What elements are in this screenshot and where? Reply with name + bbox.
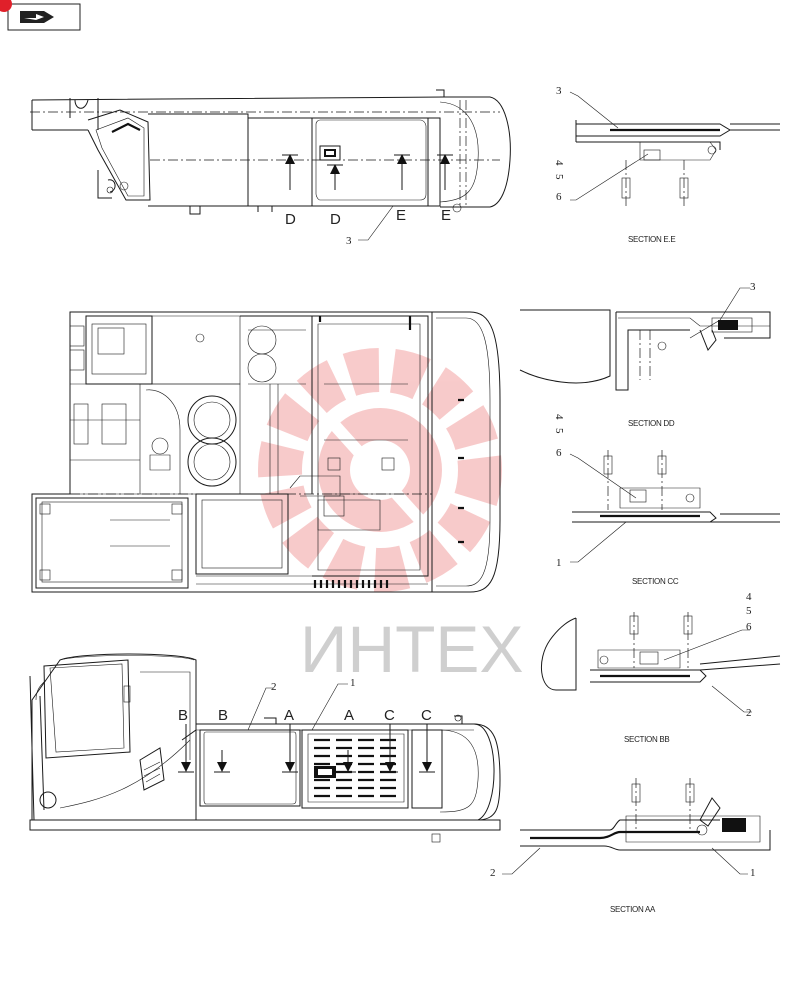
section-cc: 4 5 6 1 SECTION CC bbox=[553, 414, 780, 586]
callout-1: 1 bbox=[350, 677, 356, 689]
section-arrow-c bbox=[382, 724, 398, 773]
ee-callout-3: 3 bbox=[556, 85, 562, 97]
section-label-e2: E bbox=[441, 207, 451, 224]
section-arrow-c2 bbox=[419, 724, 435, 773]
dd-caption: SECTION DD bbox=[628, 419, 675, 428]
cab-step-grille bbox=[139, 747, 165, 791]
cc-callout-5: 5 bbox=[553, 428, 565, 434]
section-label-b2: B bbox=[218, 707, 228, 724]
section-label-d2: D bbox=[330, 211, 341, 228]
back-button[interactable] bbox=[7, 3, 81, 31]
section-arrow-e bbox=[394, 154, 410, 190]
cc-callout-6: 6 bbox=[556, 447, 562, 459]
ee-callout-5: 5 bbox=[553, 174, 565, 180]
section-label-c1: C bbox=[384, 707, 395, 724]
callout-3: 3 bbox=[346, 235, 352, 247]
cc-callout-1: 1 bbox=[556, 557, 562, 569]
bb-caption: SECTION BB bbox=[624, 735, 669, 744]
ee-caption: SECTION E.E bbox=[628, 235, 675, 244]
front-view: B B A A C C 2 1 bbox=[29, 653, 501, 843]
cc-caption: SECTION CC bbox=[632, 577, 679, 586]
section-aa: 2 1 SECTION AA bbox=[490, 778, 771, 914]
section-arrow-a bbox=[282, 724, 298, 773]
bb-callout-2: 2 bbox=[746, 707, 752, 719]
section-arrow-e2 bbox=[437, 154, 453, 190]
section-arrow-b bbox=[178, 724, 194, 773]
section-label-e1: E bbox=[396, 207, 406, 224]
aa-callout-1: 1 bbox=[750, 867, 756, 879]
section-arrow-d bbox=[282, 154, 298, 190]
dd-callout-3: 3 bbox=[750, 281, 756, 293]
callout-2: 2 bbox=[271, 681, 277, 693]
section-label-a1: A bbox=[284, 707, 294, 724]
watermark-text: ИНТЕХ bbox=[300, 612, 523, 686]
plan-grille bbox=[313, 580, 389, 588]
watermark-logo bbox=[258, 348, 502, 592]
section-bb: 4 5 6 2 SECTION BB bbox=[540, 591, 781, 744]
section-label-c2: C bbox=[421, 707, 432, 724]
bb-callout-6: 6 bbox=[746, 621, 752, 633]
section-arrow-b2 bbox=[214, 750, 230, 773]
section-label-b1: B bbox=[178, 707, 188, 724]
ee-callout-6: 6 bbox=[556, 191, 562, 203]
ee-callout-4: 4 bbox=[553, 160, 565, 166]
section-label-d1: D bbox=[285, 211, 296, 228]
aa-callout-2: 2 bbox=[490, 867, 496, 879]
section-label-a2: A bbox=[344, 707, 354, 724]
bb-callout-5: 5 bbox=[746, 605, 752, 617]
notification-badge bbox=[0, 0, 12, 12]
aa-caption: SECTION AA bbox=[610, 905, 656, 914]
bb-callout-4: 4 bbox=[746, 591, 752, 603]
plan-view bbox=[31, 311, 501, 593]
section-arrow-a2 bbox=[340, 750, 356, 773]
side-view: D D E E 3 bbox=[30, 89, 511, 247]
section-arrow-d2 bbox=[327, 164, 343, 190]
section-ee: 3 4 5 6 SECTION E.E bbox=[553, 85, 780, 244]
section-dd: 3 SECTION DD bbox=[519, 281, 771, 428]
cc-callout-4: 4 bbox=[553, 414, 565, 420]
